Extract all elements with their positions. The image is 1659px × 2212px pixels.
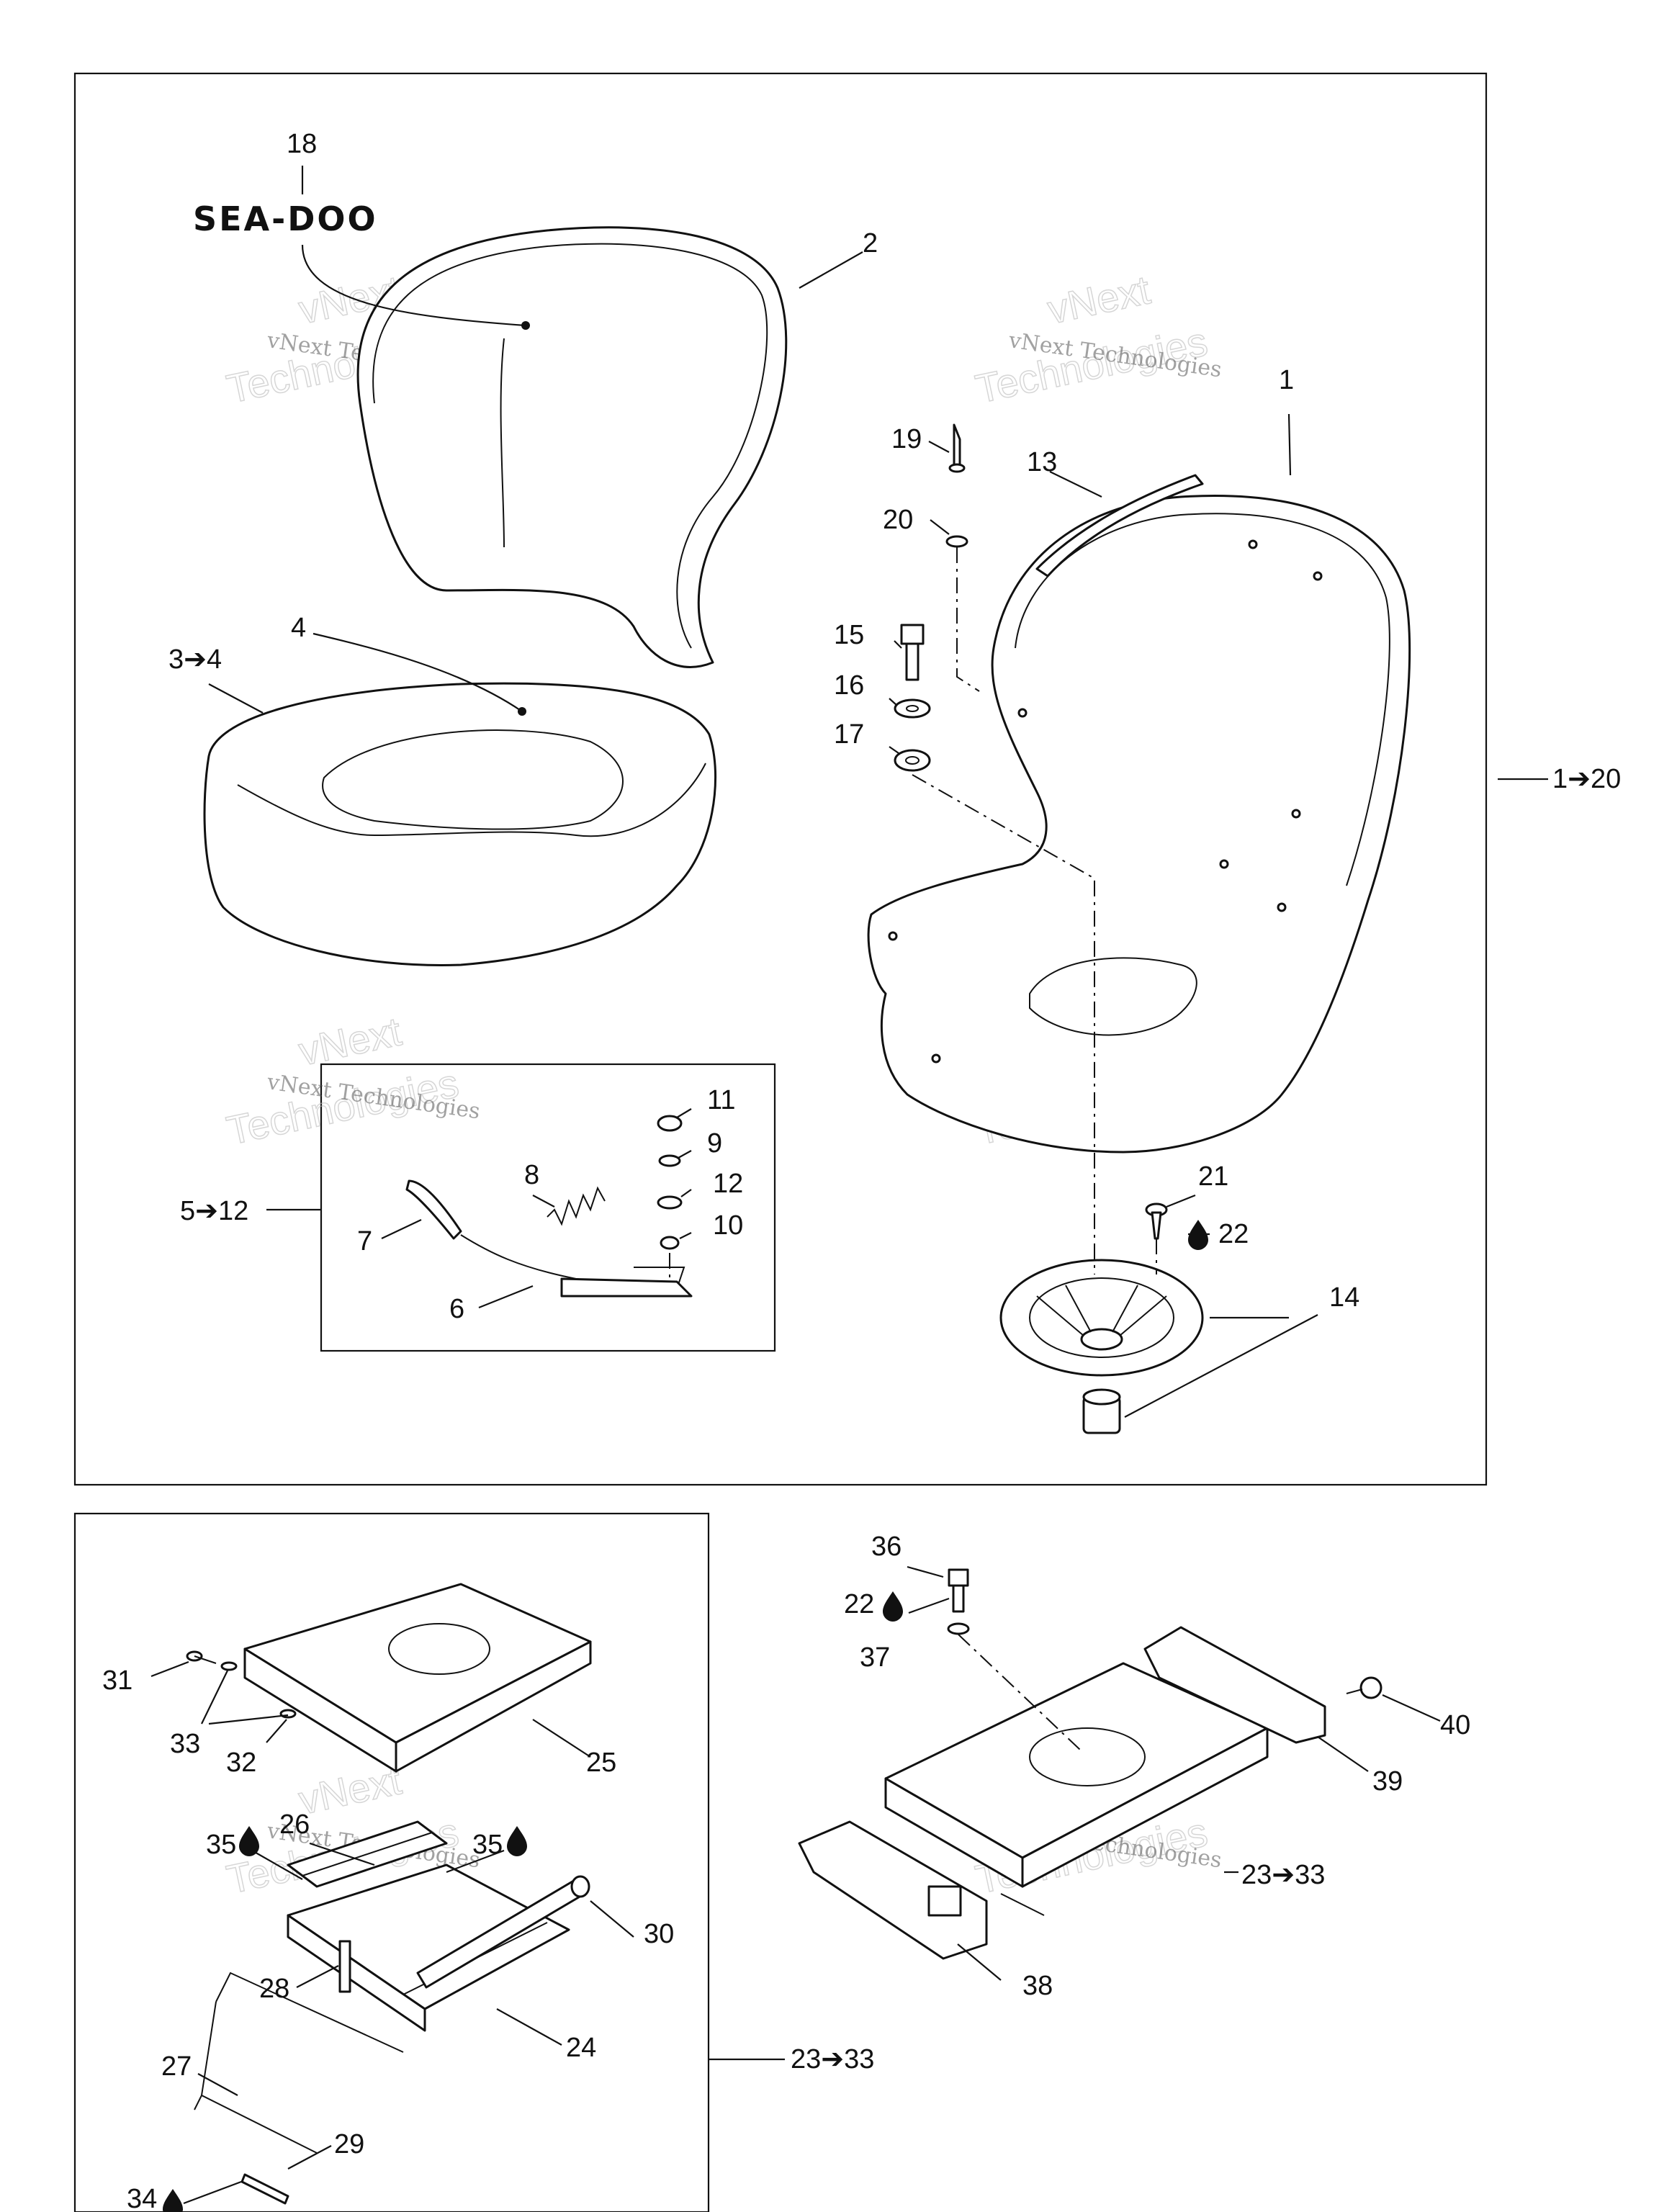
side-rail-38 <box>798 1820 988 1960</box>
svg-text:27: 27 <box>161 2051 192 2082</box>
svg-text:28: 28 <box>259 1974 289 2004</box>
svg-text:16: 16 <box>834 670 864 701</box>
svg-text:22: 22 <box>1218 1219 1249 1249</box>
svg-text:26: 26 <box>279 1809 310 1840</box>
swivel-base <box>999 1259 1204 1434</box>
svg-text:17: 17 <box>834 719 864 750</box>
rail-26 <box>287 1820 448 1888</box>
svg-text:7: 7 <box>357 1226 372 1256</box>
callout-labels: 18 2 3➔4 4 1 19 13 20 15 16 17 1➔20 21 2… <box>102 129 1621 2212</box>
leader-lines <box>150 166 1548 2205</box>
svg-text:SEA-DOO: SEA-DOO <box>193 199 378 238</box>
svg-text:38: 38 <box>1022 1971 1053 2001</box>
knob-40 <box>1346 1676 1382 1699</box>
svg-text:25: 25 <box>586 1748 616 1778</box>
svg-text:22: 22 <box>844 1589 874 1619</box>
sea-doo-logo: SEA-DOO <box>193 199 378 238</box>
svg-text:37: 37 <box>860 1642 890 1673</box>
svg-text:24: 24 <box>566 2033 596 2063</box>
washer-12 <box>657 1195 683 1210</box>
svg-text:1: 1 <box>1279 365 1294 395</box>
svg-text:35: 35 <box>206 1830 236 1860</box>
rivet-19 <box>948 423 966 473</box>
side-rail-39 <box>1143 1626 1326 1744</box>
washer-20 <box>945 535 968 548</box>
svg-text:40: 40 <box>1440 1710 1470 1740</box>
handle-27 <box>194 1972 404 2154</box>
svg-text:15: 15 <box>834 620 864 650</box>
svg-text:39: 39 <box>1372 1766 1403 1797</box>
washer-16 <box>894 698 931 719</box>
lower-left-frame <box>73 1512 710 2212</box>
screw-21 <box>1145 1202 1168 1240</box>
svg-text:29: 29 <box>334 2129 364 2159</box>
svg-text:36: 36 <box>871 1532 902 1562</box>
inset-frame-5-12 <box>320 1063 776 1352</box>
spring-8 <box>547 1186 606 1226</box>
svg-text:8: 8 <box>524 1160 539 1190</box>
svg-text:19: 19 <box>891 424 922 454</box>
base-plate <box>884 1662 1269 1888</box>
liquid-drop-icon <box>163 1220 1208 2212</box>
nut-17 <box>894 749 931 772</box>
svg-text:11: 11 <box>707 1085 735 1115</box>
nut-10 <box>660 1236 680 1250</box>
svg-text:1➔20: 1➔20 <box>1552 764 1621 794</box>
svg-text:33: 33 <box>170 1729 200 1759</box>
edge-trim <box>1035 474 1204 577</box>
seat-shell <box>867 495 1411 1154</box>
svg-text:3➔4: 3➔4 <box>168 644 222 675</box>
plate-25 <box>243 1583 592 1773</box>
frame-24 <box>287 1863 570 2032</box>
svg-text:vNext: vNext <box>1043 266 1154 332</box>
svg-text:23➔33: 23➔33 <box>791 2044 874 2074</box>
svg-text:4: 4 <box>291 613 306 643</box>
washer-37 <box>947 1622 970 1635</box>
screw-31 <box>186 1650 217 1664</box>
pin-28 <box>338 1940 351 1993</box>
svg-text:31: 31 <box>102 1665 132 1696</box>
svg-text:5➔12: 5➔12 <box>180 1196 248 1226</box>
svg-text:18: 18 <box>287 129 317 159</box>
svg-text:21: 21 <box>1198 1161 1228 1192</box>
svg-text:35: 35 <box>472 1830 503 1860</box>
svg-text:14: 14 <box>1329 1282 1359 1313</box>
svg-text:32: 32 <box>226 1748 256 1778</box>
svg-text:2: 2 <box>863 228 878 258</box>
lever-6-7 <box>405 1179 693 1298</box>
bolt-15 <box>900 624 925 681</box>
tube-30 <box>416 1875 590 1989</box>
svg-text:30: 30 <box>644 1919 674 1949</box>
washer-9 <box>658 1154 681 1167</box>
bolt-36 <box>948 1568 969 1613</box>
handle-grip-29 <box>240 2173 289 2205</box>
svg-text:20: 20 <box>883 505 913 535</box>
backrest-cushion <box>356 226 788 668</box>
nut-11 <box>657 1115 683 1132</box>
svg-text:10: 10 <box>713 1210 743 1241</box>
svg-text:6: 6 <box>449 1294 464 1324</box>
svg-text:13: 13 <box>1027 447 1057 477</box>
svg-text:9: 9 <box>707 1128 722 1159</box>
svg-text:12: 12 <box>713 1169 743 1199</box>
seat-cushion <box>203 682 716 966</box>
upper-frame <box>73 72 1488 1486</box>
svg-text:23➔33: 23➔33 <box>1241 1860 1325 1890</box>
svg-text:34: 34 <box>127 2184 157 2212</box>
